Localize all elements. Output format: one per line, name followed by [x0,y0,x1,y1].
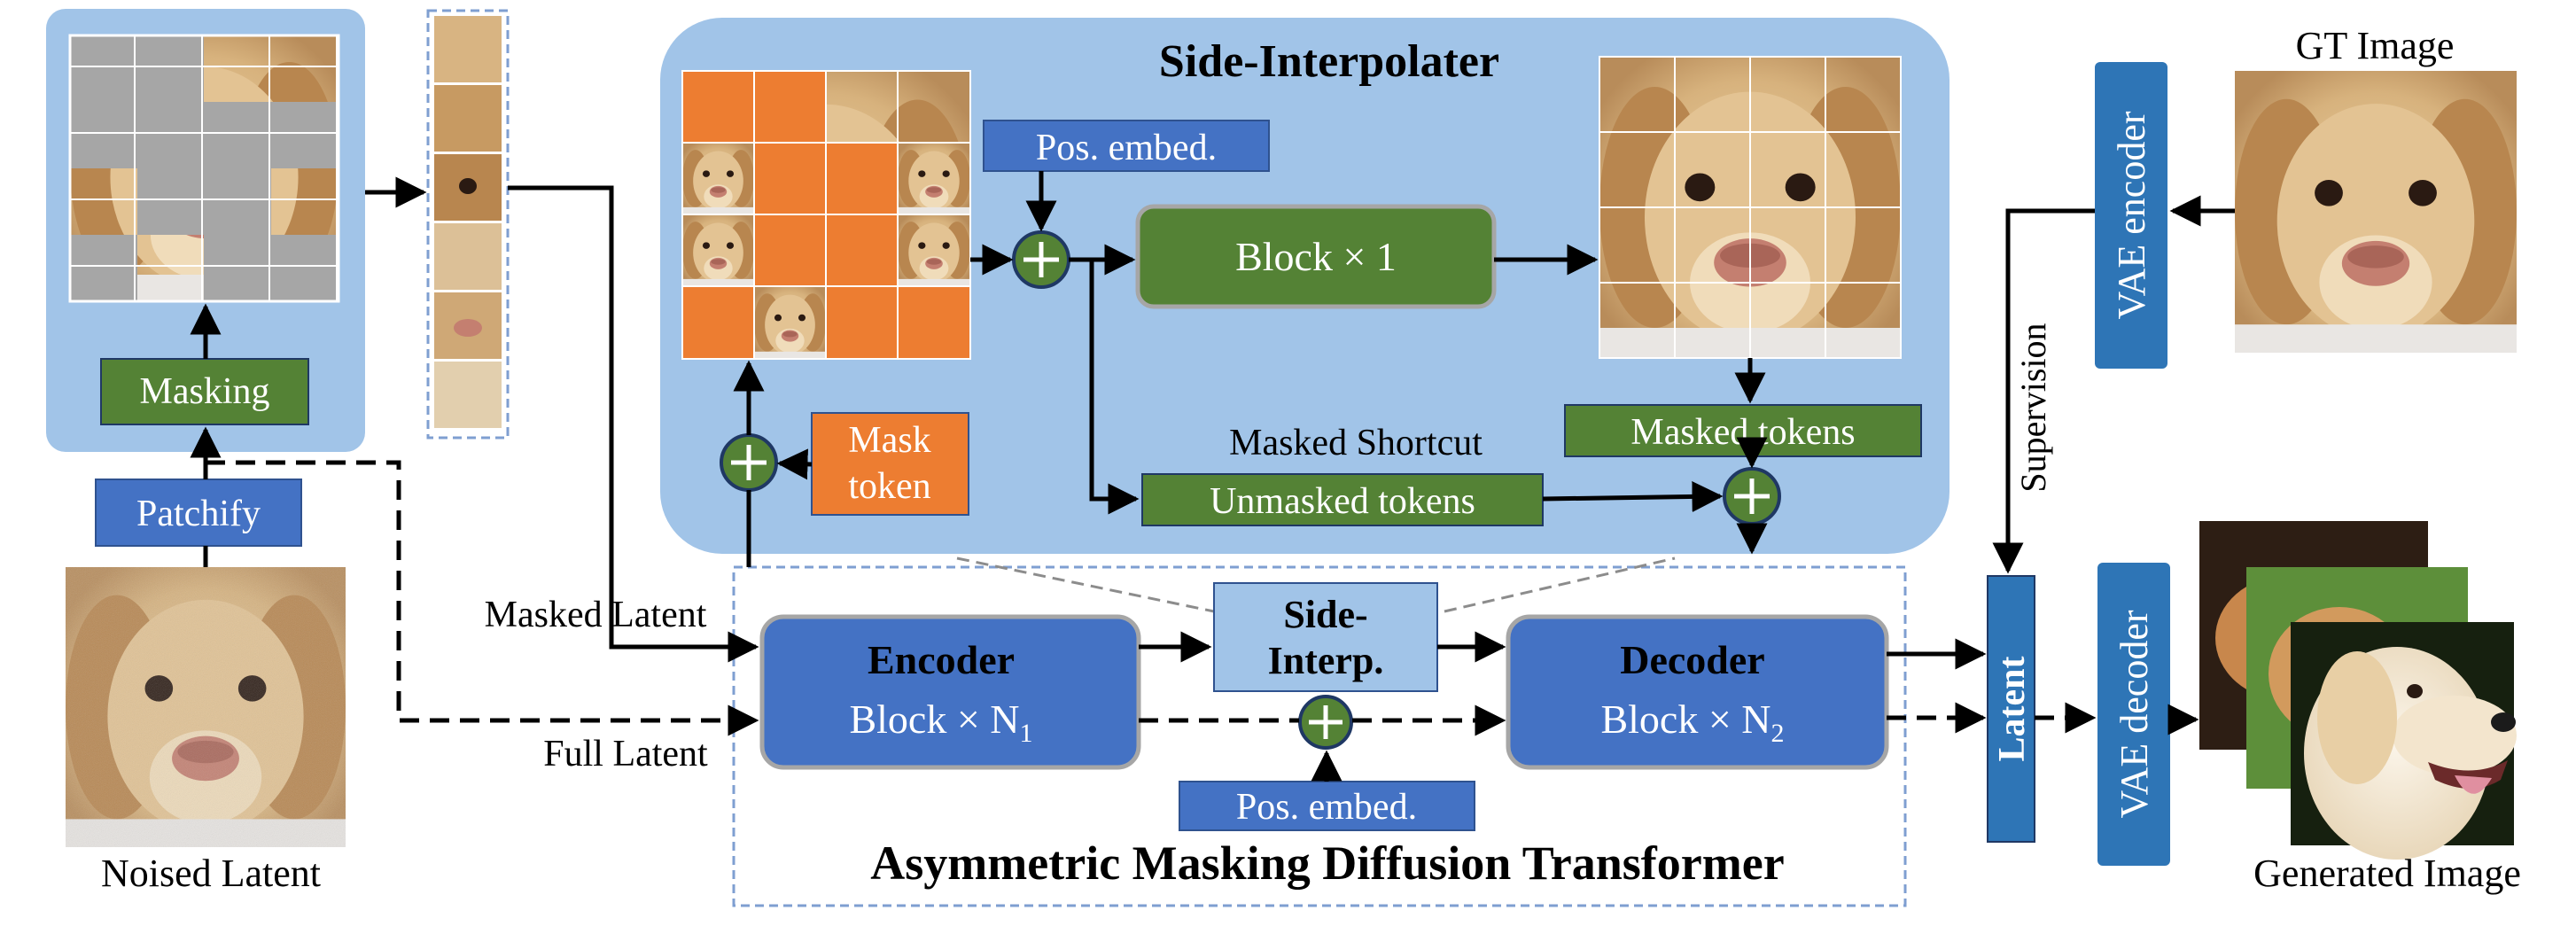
projection-line-left [956,556,1215,613]
encoder-block [759,614,1141,770]
vae-encoder-box [2095,62,2167,369]
unmasked-tokens-box [1141,473,1544,526]
noised-latent-label: Noised Latent [101,852,321,895]
mask-token-box [811,412,969,516]
pos-embed-top-label: Pos. embed. [1036,128,1217,168]
side-interpolater-title: Side-Interpolater [1159,36,1499,87]
side-interp-block [1213,582,1438,692]
amdt-outline [732,565,1907,907]
plus-circle-icon [720,433,778,492]
plus-circle-icon [1012,230,1070,289]
pos-embed-bottom-label: Pos. embed. [1236,787,1417,828]
masking-label: Masking [140,371,270,412]
full-latent-dashed-path [206,460,2097,736]
vae-decoder-box [2097,563,2170,866]
plus-circle-icon [1723,467,1781,525]
side-interp-line2: Interp. [1268,639,1384,682]
supervision-label: Supervision [2013,323,2053,492]
latent-box [1987,575,2035,843]
plus-circle-icon [1298,695,1353,750]
patchify-label: Patchify [136,494,261,534]
full-latent-label: Full Latent [543,734,708,774]
pos-embed-bottom-box [1179,781,1475,831]
flow-arrows [190,176,2235,782]
block-x1 [1135,204,1497,309]
side-interpolater-arrows [733,171,1768,558]
decoder-title: Decoder [1620,637,1764,682]
mask-token-line2: token [848,466,930,507]
projection-line-right [1444,556,1676,613]
unmasked-tokens-label: Unmasked tokens [1210,481,1475,522]
mask-token-grid [681,70,971,360]
masking-panel: Masking [46,9,365,452]
encoder-title: Encoder [868,637,1015,682]
generated-image-label: Generated Image [2253,852,2521,895]
encoder-block-label: Block × N1 [849,696,1032,748]
noised-latent-image [66,567,346,847]
latent-label: Latent [1992,657,2033,762]
decoder-block [1506,614,1889,770]
generated-image-stack [2199,521,2517,860]
vae-encoder-label: VAE encoder [2110,111,2153,319]
side-interpolater-panel: Side-Interpolater [660,18,1950,554]
pos-embed-top-box [983,120,1270,172]
decoder-block-label: Block × N2 [1600,696,1784,748]
vae-decoder-label: VAE decoder [2113,610,2156,818]
masked-patch-grid [68,34,340,303]
gt-image-label: GT Image [2296,24,2455,67]
masked-tokens-label: Masked tokens [1630,412,1855,453]
patchify-box [95,479,302,547]
gt-image [2235,71,2517,353]
block-x1-label: Block × 1 [1235,234,1397,279]
visible-patch-strip [426,9,510,440]
reconstructed-patch-grid [1599,56,1902,359]
side-interp-line1: Side- [1283,593,1367,636]
masked-shortcut-label: Masked Shortcut [1229,423,1483,463]
masked-latent-label: Masked Latent [485,595,707,635]
mask-token-line1: Mask [848,420,930,461]
amdt-title: Asymmetric Masking Diffusion Transformer [870,837,1784,890]
